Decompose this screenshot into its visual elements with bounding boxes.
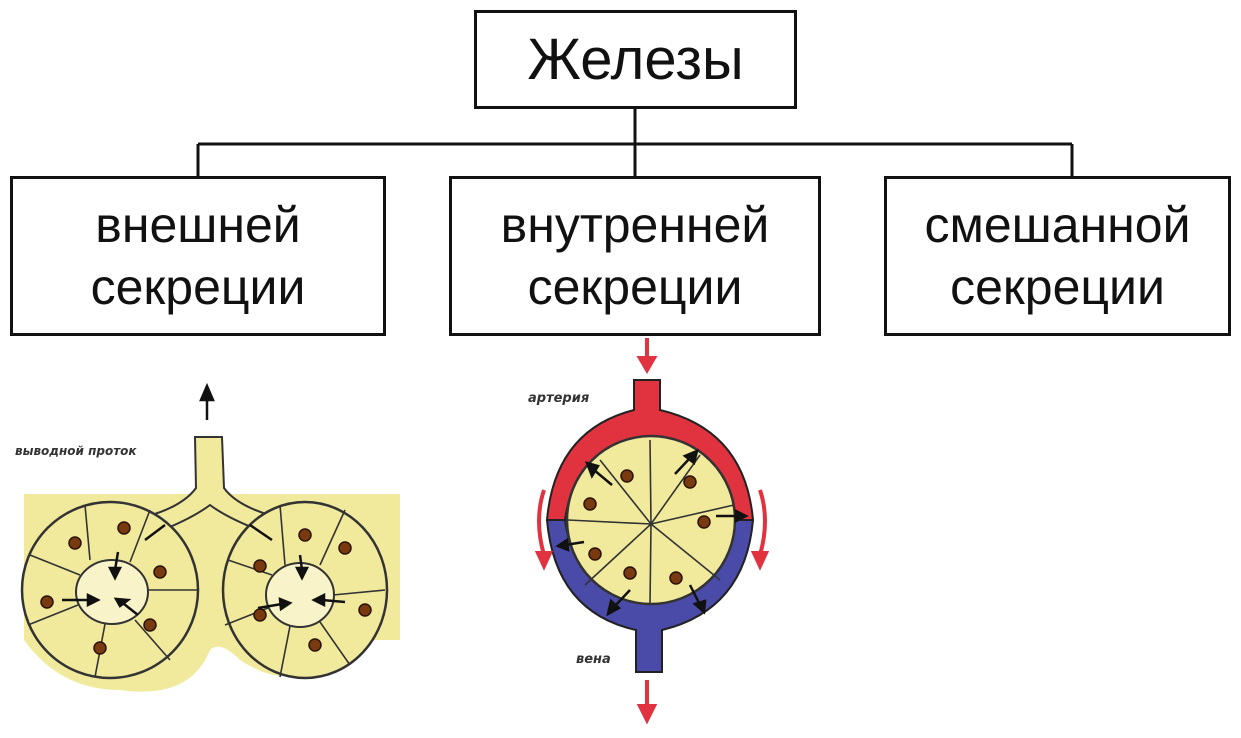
node-endocrine-line1: внутренней [500, 197, 770, 253]
connector-lines [196, 109, 1074, 176]
root-node-glands: Железы [474, 10, 797, 109]
root-node-label: Железы [527, 27, 744, 92]
node-mixed-line2: секреции [950, 259, 1165, 315]
node-exocrine: внешней секреции [10, 176, 386, 336]
endocrine-nuclei [583, 469, 711, 585]
secretion-arrows [62, 382, 346, 616]
nuclei [40, 521, 372, 655]
node-mixed: смешанной секреции [884, 176, 1231, 336]
node-mixed-line1: смешанной [924, 197, 1191, 253]
exocrine-gland-illustration: выводной проток [15, 382, 400, 692]
node-exocrine-line1: внешней [95, 197, 301, 253]
node-endocrine-line2: секреции [527, 259, 743, 315]
vein-label: вена [576, 652, 611, 667]
blood-flow-arrows [534, 338, 770, 725]
excretory-duct [129, 436, 293, 537]
node-endocrine: внутренней секреции [449, 176, 821, 336]
artery-label: артерия [528, 391, 589, 406]
node-exocrine-line2: секреции [90, 259, 306, 315]
endocrine-gland-illustration: артерия вена [528, 338, 770, 725]
duct-label: выводной проток [15, 444, 137, 458]
hormone-arrows [555, 448, 749, 617]
